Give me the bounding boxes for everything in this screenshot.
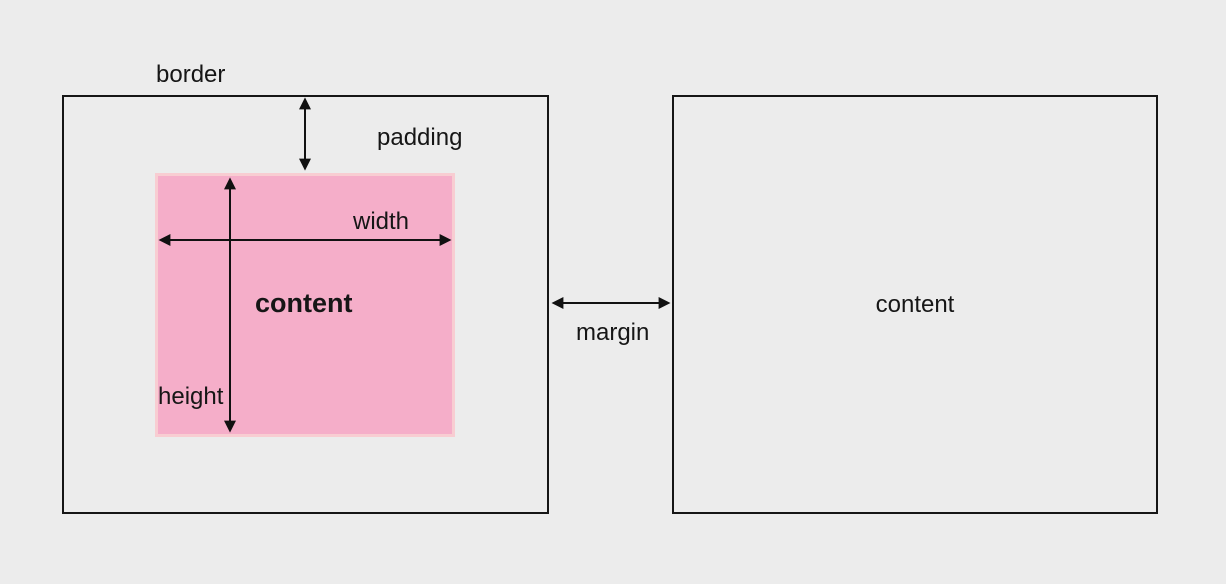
padding-label: padding — [377, 124, 463, 151]
right-element-border-box: content — [672, 95, 1158, 514]
content-area-box — [155, 173, 455, 437]
border-label: border — [156, 61, 226, 88]
margin-label: margin — [576, 319, 650, 346]
right-content-label: content — [875, 290, 955, 318]
height-label: height — [158, 383, 224, 410]
width-label: width — [353, 208, 410, 235]
left-content-label: content — [255, 288, 353, 318]
